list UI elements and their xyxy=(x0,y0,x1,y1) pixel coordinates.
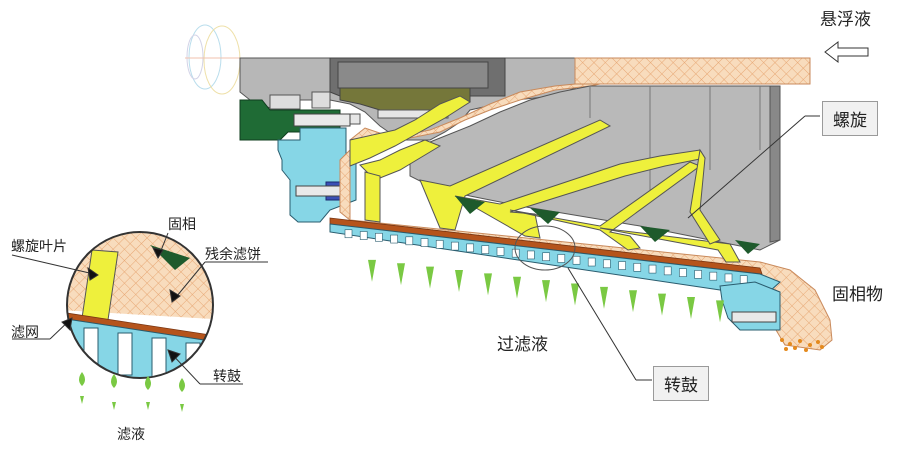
screw-blade-label: 螺旋叶片 xyxy=(11,238,67,254)
drum-slot xyxy=(633,263,642,272)
drum-end xyxy=(719,281,781,331)
drum-slot xyxy=(679,268,687,277)
drum-slot xyxy=(587,257,596,267)
drum-slot xyxy=(603,259,611,269)
detail-drops xyxy=(79,372,185,412)
residual-cake-label: 残余滤饼 xyxy=(205,246,261,262)
drum-slot xyxy=(572,255,581,265)
drum-slot xyxy=(375,232,383,242)
solid-deposits xyxy=(455,196,760,254)
drum-slot xyxy=(709,271,718,281)
drop-icon xyxy=(368,259,376,282)
suspension-label: 悬浮液 xyxy=(820,10,871,29)
drop-icon xyxy=(542,280,550,303)
drum-slot xyxy=(344,229,353,239)
screw-body xyxy=(409,85,781,251)
drop-icon xyxy=(571,283,579,306)
drop-icon xyxy=(397,263,405,286)
drum-slot xyxy=(557,254,566,263)
drop-icon xyxy=(426,266,434,289)
drum-slot xyxy=(359,231,368,240)
drum-detail-label: 转鼓 xyxy=(213,368,241,384)
solids-label: 固相物 xyxy=(832,285,883,304)
drum-slot xyxy=(648,264,657,274)
solid-phase-label: 固相 xyxy=(168,216,196,232)
arrow-left-icon xyxy=(824,40,869,64)
drum-slot xyxy=(542,252,550,262)
drop-icon xyxy=(513,276,521,299)
drum-slot xyxy=(694,270,702,279)
drop-icon xyxy=(484,273,492,296)
drop-icon xyxy=(658,293,666,316)
detail-leaders xyxy=(11,232,268,385)
filter-mesh-label: 滤网 xyxy=(11,324,39,340)
drop-icon xyxy=(455,270,463,292)
drum-slot xyxy=(618,261,626,270)
screw-label: 螺旋 xyxy=(822,101,878,136)
drum-slot xyxy=(496,247,505,256)
drum-slot xyxy=(466,243,474,253)
drum-slot xyxy=(451,241,459,251)
drum-slot xyxy=(405,236,414,246)
drum-slot xyxy=(527,250,535,260)
drum-slot xyxy=(739,275,748,284)
drum-slots xyxy=(344,229,748,284)
solids-discharge xyxy=(780,338,824,352)
drum-slot xyxy=(390,234,398,244)
drum-slot xyxy=(420,238,429,247)
drum-slot xyxy=(435,240,444,249)
main-leaders xyxy=(567,115,820,381)
drop-icon xyxy=(600,286,608,309)
screw-flights xyxy=(349,95,741,263)
drum-slot xyxy=(663,266,672,276)
filtrate-detail-label: 滤液 xyxy=(117,426,145,442)
detail-marker xyxy=(514,225,576,271)
drop-icon xyxy=(629,290,637,313)
drum-slot xyxy=(481,245,490,254)
drum-slot xyxy=(724,273,733,283)
drum-main-label: 转鼓 xyxy=(653,366,709,401)
drive-outline xyxy=(185,24,245,95)
filtrate-main-label: 过滤液 xyxy=(497,335,548,354)
filtrate-drops xyxy=(368,259,724,323)
drop-icon xyxy=(687,296,695,319)
drop-icon xyxy=(716,300,724,323)
